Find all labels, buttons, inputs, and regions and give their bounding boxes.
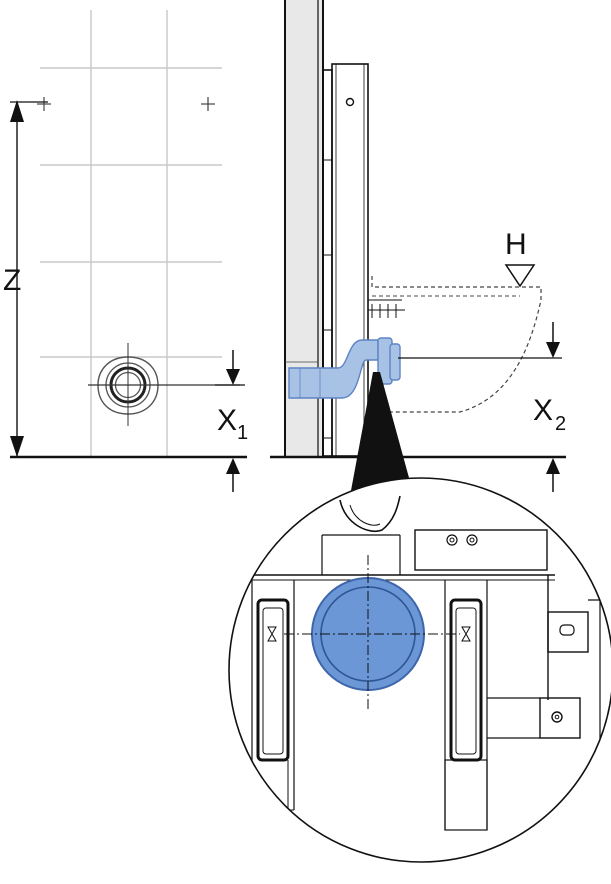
level-marker-right-icon — [461, 626, 471, 642]
svg-text:X: X — [217, 404, 237, 437]
front-view — [10, 10, 247, 492]
detail-view — [228, 477, 611, 863]
drain-pipe — [288, 337, 401, 399]
label-z: Z — [3, 264, 21, 297]
centerline-marks — [284, 555, 460, 712]
dimension-x2 — [546, 322, 560, 492]
label-x2: X 2 — [533, 394, 566, 435]
fixing-point-marks — [37, 97, 215, 111]
height-marker-icon — [504, 264, 536, 288]
label-x1: X 1 — [217, 404, 248, 444]
dimension-z — [10, 100, 48, 457]
side-view — [270, 0, 566, 492]
level-marker-left-icon — [267, 626, 277, 642]
label-h: H — [505, 228, 527, 261]
svg-text:1: 1 — [237, 422, 248, 444]
svg-text:2: 2 — [555, 413, 566, 435]
toilet-bowl-outline — [371, 276, 542, 413]
detail-callout-pointer — [350, 372, 414, 496]
dimension-x1 — [215, 350, 245, 492]
svg-text:X: X — [533, 394, 553, 427]
drain-opening-icon — [88, 343, 240, 426]
